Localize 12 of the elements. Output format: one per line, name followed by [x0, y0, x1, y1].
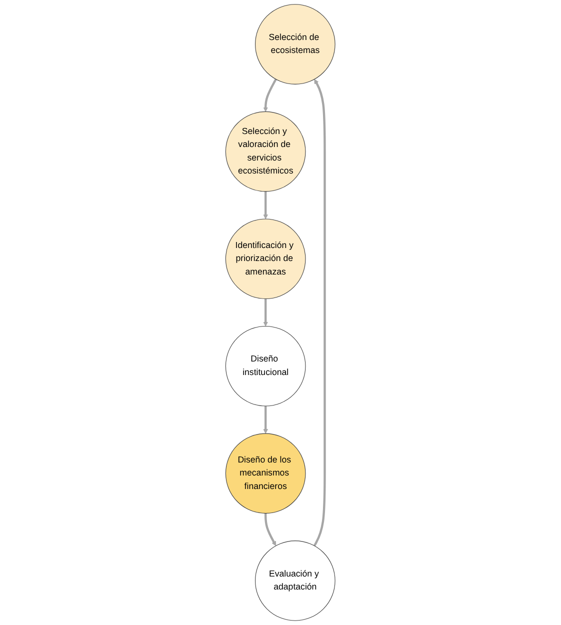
arrow: [263, 298, 268, 326]
arrow: [263, 78, 277, 112]
node-circle: Selección y valoración de servicios ecosistémicos: [226, 111, 306, 192]
arrow: [263, 406, 268, 434]
node-circle: Evaluación y adaptación: [255, 540, 336, 621]
arrow: [263, 191, 268, 220]
node-circle: Diseño de los mecanismos financieros: [226, 433, 306, 514]
node-circle: Identificación y priorización de amenazas: [226, 218, 306, 300]
node-circle: Selección de ecosistemas: [255, 4, 336, 84]
arrow: [314, 79, 326, 546]
arrow: [264, 513, 276, 546]
node-circle: Diseño institucional: [226, 326, 306, 406]
